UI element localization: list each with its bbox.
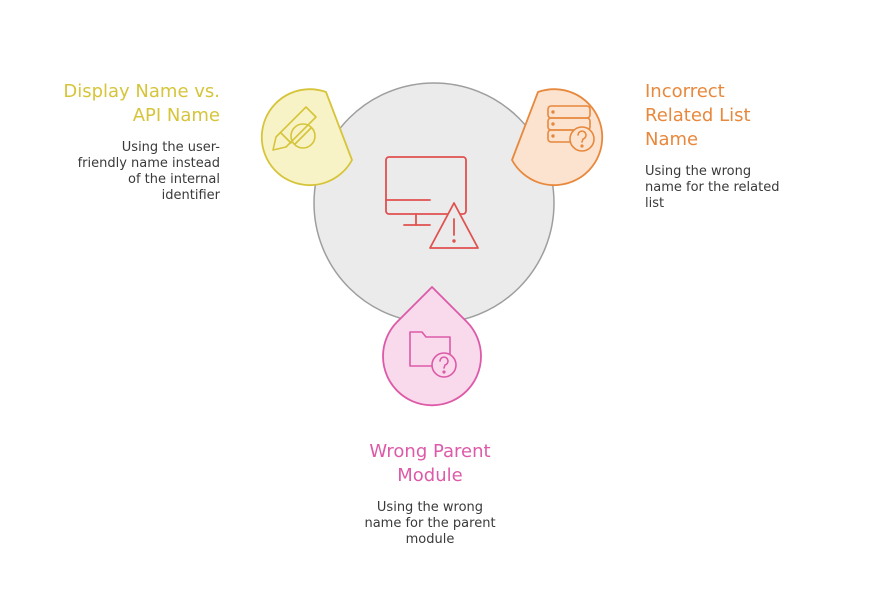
display-name-block: Display Name vs. API Name Using the user… [20,80,220,204]
display-name-description: Using the user- friendly name instead of… [77,140,220,203]
related-list-title: Incorrect Related List Name [645,81,751,150]
display-name-title: Display Name vs. API Name [63,81,220,126]
pencil-prohibited-icon [272,106,317,151]
parent-module-title: Wrong Parent Module [369,441,491,486]
parent-module-pin [382,286,482,407]
folder-question-icon [409,331,457,378]
display-name-pin [260,88,353,187]
parent-module-block: Wrong Parent Module Using the wrong name… [330,440,530,548]
related-list-block: Incorrect Related List Name Using the wr… [645,80,835,212]
related-list-description: Using the wrong name for the related lis… [645,164,780,211]
center-circle [313,82,555,324]
server-question-icon [547,105,595,152]
parent-module-description: Using the wrong name for the parent modu… [364,500,496,547]
related-list-pin [511,88,604,187]
monitor-warning-icon [385,156,479,249]
